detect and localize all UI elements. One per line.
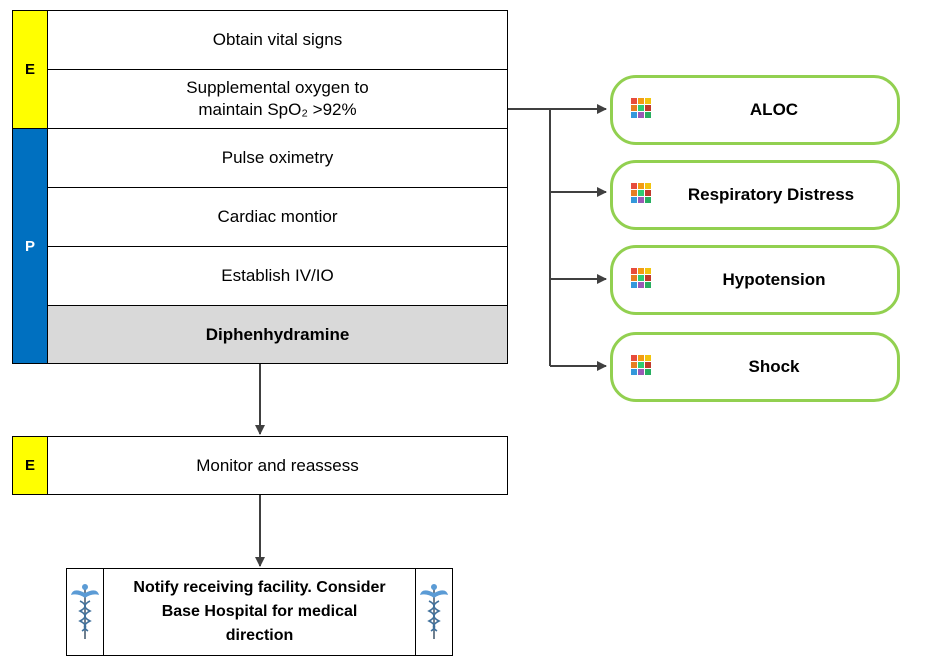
outcome-link-hypotension[interactable]: Hypotension — [610, 245, 900, 315]
outcome-link-shock[interactable]: Shock — [610, 332, 900, 402]
section-e-label: E — [12, 10, 48, 129]
protocol-grid-icon — [631, 267, 651, 293]
caduceus-icon-left — [66, 568, 104, 656]
outcome-label: Shock — [748, 357, 800, 376]
step-medication-diphenhydramine: Diphenhydramine — [47, 305, 508, 364]
outcome-link-aloc[interactable]: ALOC — [610, 75, 900, 145]
notify-receiving-facility: Notify receiving facility. Consider Base… — [103, 568, 416, 656]
section-p-label: P — [12, 128, 48, 364]
step-supplemental-oxygen: Supplemental oxygen to maintain SpO₂ >92… — [47, 69, 508, 129]
step-monitor-reassess: Monitor and reassess — [47, 436, 508, 495]
caduceus-icon — [420, 584, 448, 639]
protocol-grid-icon — [631, 97, 651, 123]
protocol-grid-icon — [631, 354, 651, 380]
protocol-grid-graphic — [631, 354, 651, 375]
outcome-link-respiratory-distress[interactable]: Respiratory Distress — [610, 160, 900, 230]
outcome-label: Respiratory Distress — [687, 185, 855, 204]
step-pulse-oximetry: Pulse oximetry — [47, 128, 508, 188]
outcome-label: ALOC — [749, 100, 799, 119]
step-establish-iv-io: Establish IV/IO — [47, 246, 508, 306]
protocol-grid-icon — [631, 182, 651, 208]
step-obtain-vital-signs: Obtain vital signs — [47, 10, 508, 70]
protocol-grid-graphic — [631, 97, 651, 118]
outcome-label: Hypotension — [722, 270, 826, 289]
caduceus-icon-right — [415, 568, 453, 656]
protocol-grid-graphic — [631, 267, 651, 288]
protocol-grid-graphic — [631, 182, 651, 203]
step-cardiac-monitor: Cardiac montior — [47, 187, 508, 247]
section-e2-label: E — [12, 436, 48, 495]
caduceus-icon — [71, 584, 99, 639]
